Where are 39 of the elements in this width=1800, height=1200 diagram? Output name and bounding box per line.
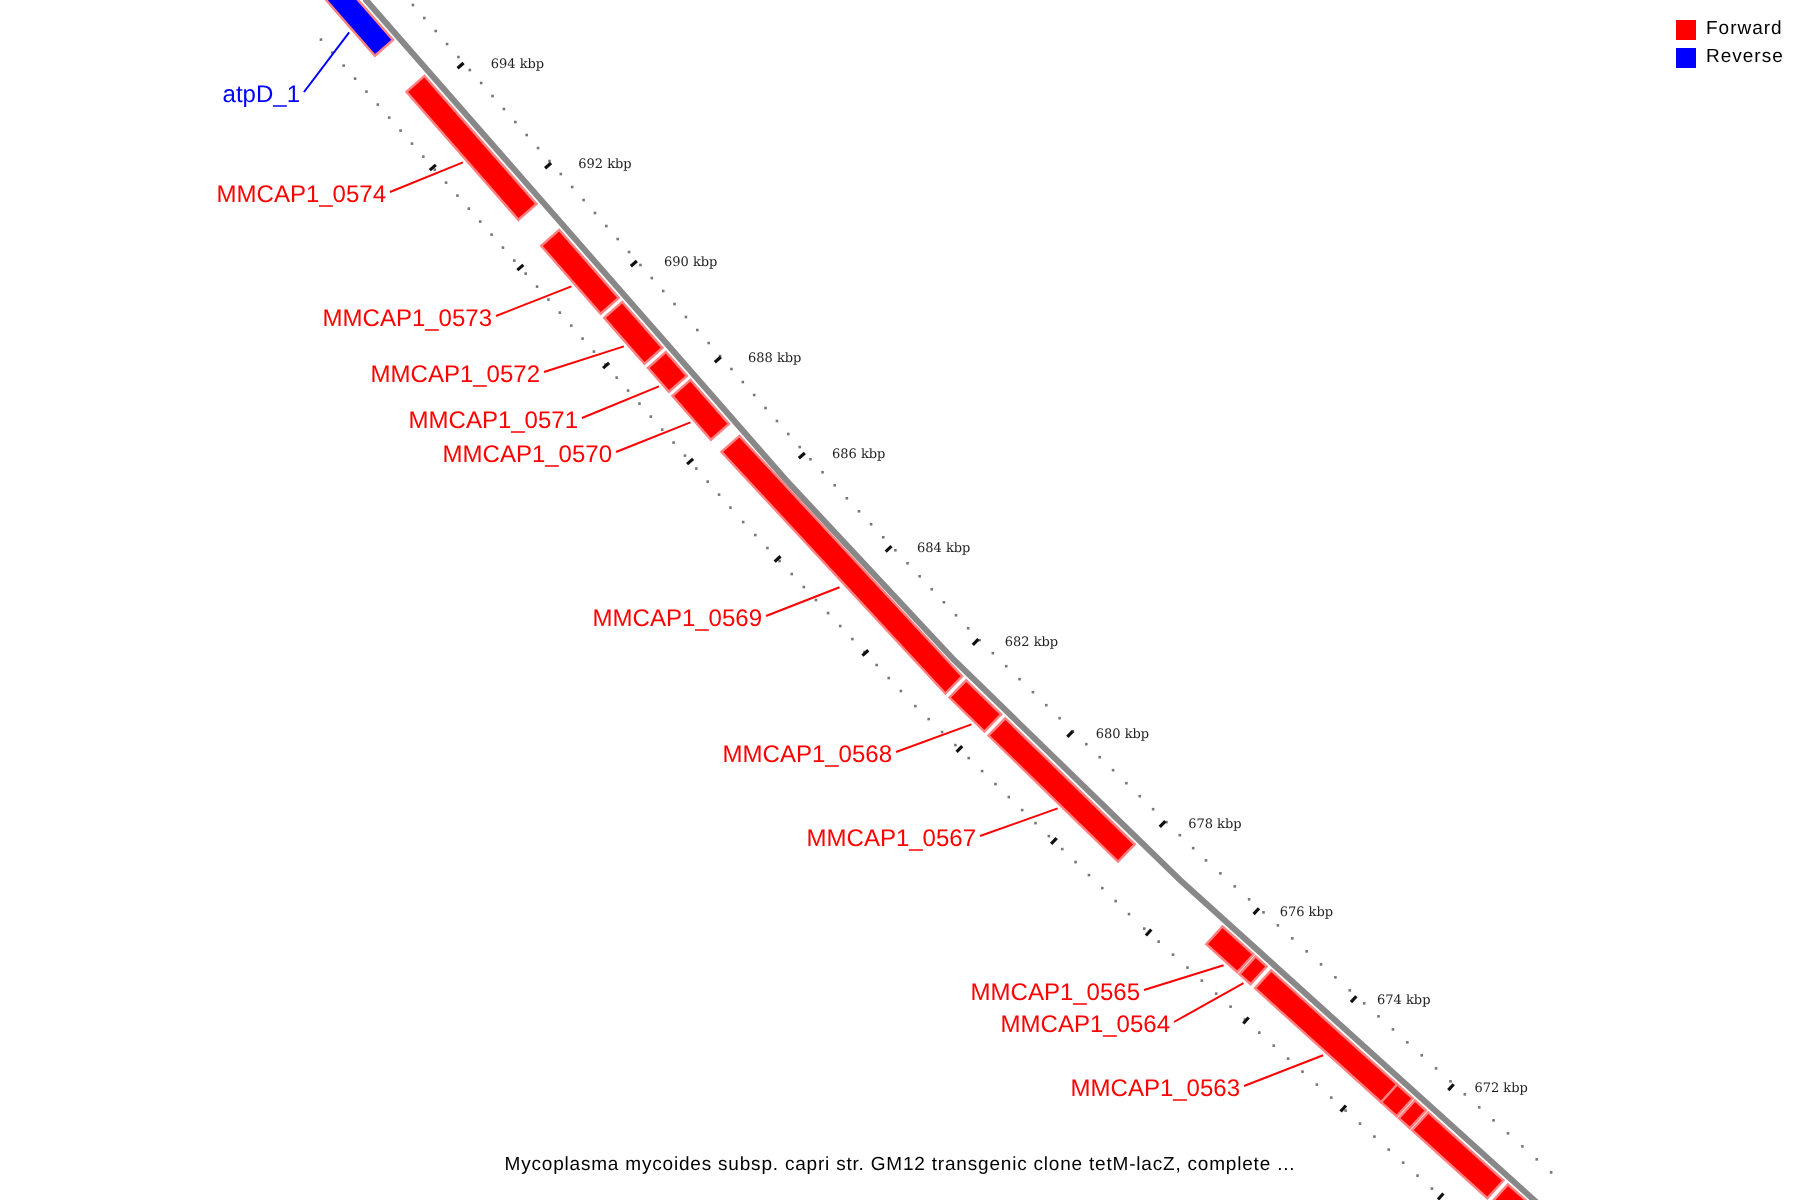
gene-block: [1237, 954, 1269, 986]
leader-line: [1173, 982, 1245, 1023]
leader-line: [389, 161, 464, 193]
gene-label: MMCAP1_0568: [722, 740, 892, 768]
gene-label: MMCAP1_0574: [216, 180, 386, 208]
caption: Mycoplasma mycoides subsp. capri str. GM12 transgenic clone tetM-lacZ, complete ...: [502, 1154, 1298, 1176]
legend-label: Forward: [1706, 18, 1783, 40]
gene-label: MMCAP1_0569: [592, 604, 762, 632]
gene-block: [1204, 924, 1256, 974]
gene-label: MMCAP1_0571: [408, 406, 578, 434]
gene-block: [602, 300, 665, 366]
legend-label: Reverse: [1706, 46, 1784, 68]
leader-line: [979, 807, 1059, 837]
leader-line: [615, 421, 692, 453]
gene-block: [947, 678, 1003, 734]
gene-block: [646, 350, 689, 394]
leader-line: [581, 385, 660, 419]
gene-block: [404, 74, 539, 222]
leader-line: [765, 586, 841, 617]
leader-line: [895, 723, 973, 753]
leader-line: [303, 31, 351, 93]
gene-label: MMCAP1_0563: [1070, 1074, 1240, 1102]
leader-line: [495, 285, 573, 317]
gene-block: [1253, 968, 1399, 1104]
gene-block: [1379, 1082, 1415, 1118]
gene-block: [1397, 1098, 1428, 1130]
leader-line: [543, 345, 625, 373]
gene-block: [1410, 1110, 1506, 1200]
gene-label: MMCAP1_0570: [442, 440, 612, 468]
gene-label: MMCAP1_0565: [970, 978, 1140, 1006]
gene-block: [670, 378, 731, 442]
gene-label: MMCAP1_0564: [1000, 1010, 1170, 1038]
gene-label: MMCAP1_0573: [322, 304, 492, 332]
gene-label: atpD_1: [222, 80, 300, 108]
leader-line: [1243, 1054, 1325, 1087]
gene-label: MMCAP1_0567: [806, 824, 976, 852]
leader-line: [1143, 964, 1225, 991]
gene-label: MMCAP1_0572: [370, 360, 540, 388]
gene-block: [539, 228, 621, 316]
